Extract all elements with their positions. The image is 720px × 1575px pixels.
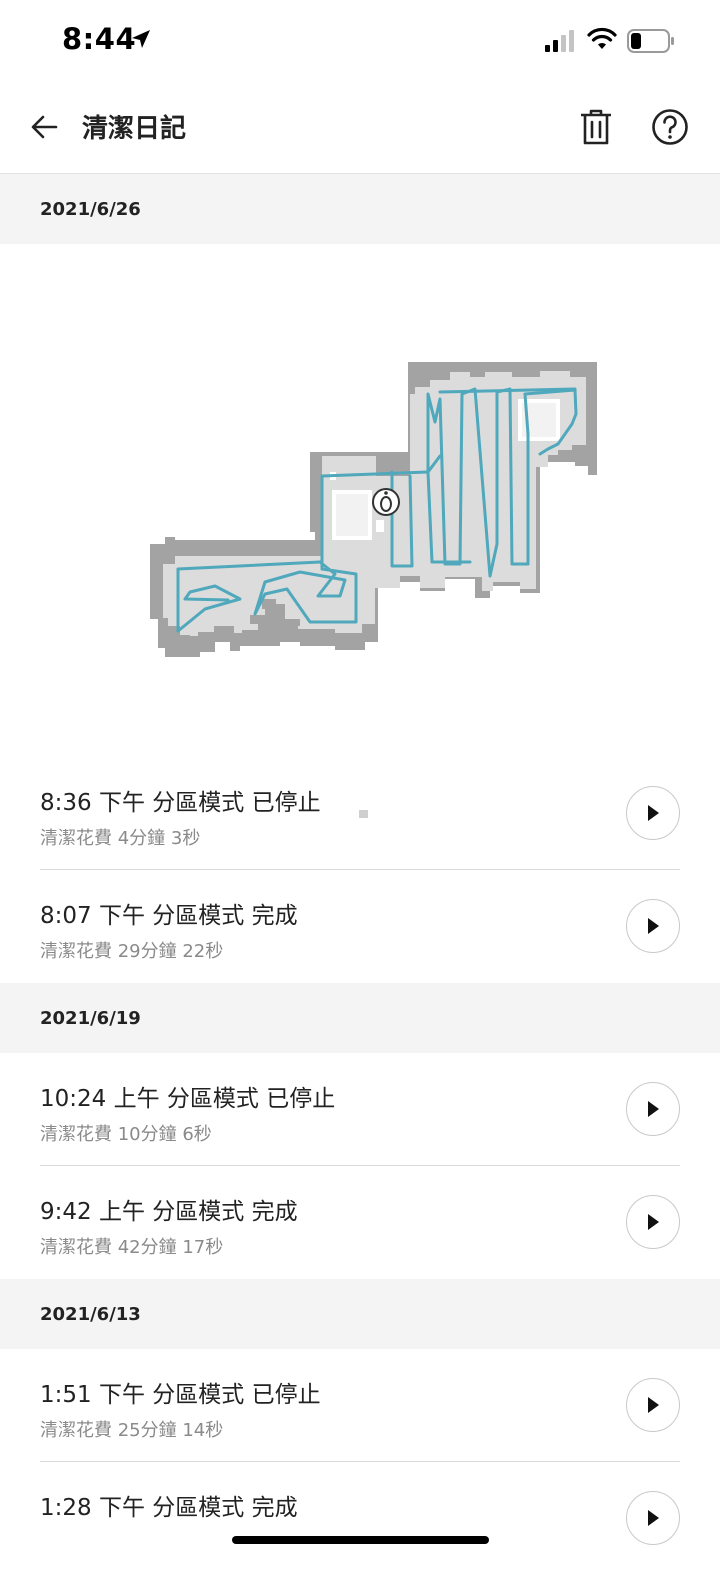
status-time: 8:44 [62, 22, 137, 56]
play-icon [648, 1397, 659, 1413]
play-icon [648, 1101, 659, 1117]
entry-duration: 清潔花費 4分鐘 3秒 [40, 828, 201, 849]
log-entry[interactable]: 8:07 下午 分區模式 完成 清潔花費 29分鐘 22秒 [40, 870, 680, 983]
entry-title: 8:07 下午 分區模式 完成 [40, 903, 298, 929]
play-icon [648, 918, 659, 934]
log-entry[interactable]: 8:36 下午 分區模式 已停止 清潔花費 4分鐘 3秒 [40, 757, 680, 870]
wifi-icon [587, 27, 617, 49]
entry-title: 8:36 下午 分區模式 已停止 [40, 790, 321, 816]
play-button[interactable] [626, 1378, 680, 1432]
trash-icon[interactable] [576, 106, 616, 148]
play-button[interactable] [626, 899, 680, 953]
play-button[interactable] [626, 1082, 680, 1136]
cleaning-path [176, 387, 578, 633]
back-arrow-icon[interactable] [26, 108, 64, 146]
home-indicator[interactable] [232, 1536, 489, 1544]
play-button[interactable] [626, 786, 680, 840]
cleaning-log-list[interactable]: 2021/6/26 [0, 174, 720, 1545]
status-bar: 8:44 [0, 0, 720, 80]
log-entry[interactable]: 1:28 下午 分區模式 完成 [40, 1462, 680, 1575]
question-circle-icon[interactable] [650, 107, 690, 147]
map-furniture [180, 599, 368, 818]
entry-title: 1:51 下午 分區模式 已停止 [40, 1382, 321, 1408]
entry-title: 9:42 上午 分區模式 完成 [40, 1199, 298, 1225]
entry-title: 10:24 上午 分區模式 已停止 [40, 1086, 336, 1112]
battery-icon [627, 29, 674, 53]
robot-dock-icon [372, 488, 400, 516]
date-section-header: 2021/6/26 [0, 174, 720, 244]
log-entry[interactable]: 10:24 上午 分區模式 已停止 清潔花費 10分鐘 6秒 [40, 1053, 680, 1166]
date-section-header: 2021/6/19 [0, 983, 720, 1053]
entry-title: 1:28 下午 分區模式 完成 [40, 1495, 298, 1521]
play-icon [648, 1214, 659, 1230]
app-header: 清潔日記 [0, 80, 720, 174]
play-button[interactable] [626, 1491, 680, 1545]
location-arrow-icon [132, 30, 150, 48]
map-image [150, 362, 597, 818]
entry-duration: 清潔花費 10分鐘 6秒 [40, 1124, 212, 1145]
cleaning-map[interactable] [0, 244, 720, 818]
log-entry[interactable]: 1:51 下午 分區模式 已停止 清潔花費 25分鐘 14秒 [40, 1349, 680, 1462]
page-title: 清潔日記 [82, 114, 187, 144]
play-icon [648, 805, 659, 821]
play-icon [648, 1510, 659, 1526]
date-section-header: 2021/6/13 [0, 1279, 720, 1349]
entry-duration: 清潔花費 42分鐘 17秒 [40, 1237, 224, 1258]
entry-duration: 清潔花費 25分鐘 14秒 [40, 1420, 224, 1441]
cellular-signal-icon [545, 30, 574, 52]
log-entry[interactable]: 9:42 上午 分區模式 完成 清潔花費 42分鐘 17秒 [40, 1166, 680, 1279]
play-button[interactable] [626, 1195, 680, 1249]
entry-duration: 清潔花費 29分鐘 22秒 [40, 941, 224, 962]
